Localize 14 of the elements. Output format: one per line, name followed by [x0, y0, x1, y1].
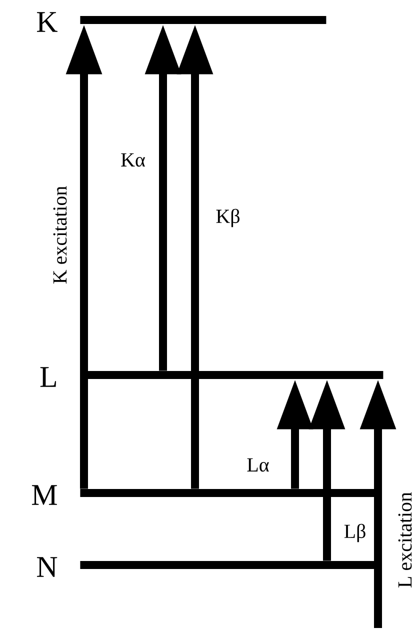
energy-level: N [37, 557, 378, 577]
edge-label: Kα [121, 153, 145, 167]
edge-label: Lβ [344, 524, 366, 542]
energy-level: L [40, 367, 384, 387]
edge-label: K excitation [53, 186, 67, 284]
node-label: N [37, 557, 58, 577]
edge-label: Lα [247, 458, 269, 472]
energy-level: M [32, 485, 382, 505]
node-label: K [37, 12, 58, 32]
node-label: L [40, 367, 56, 387]
edge-label: Kβ [216, 208, 240, 228]
edge-label: L excitation [398, 492, 412, 588]
energy-level: K [37, 12, 326, 32]
node-label: M [32, 485, 57, 505]
